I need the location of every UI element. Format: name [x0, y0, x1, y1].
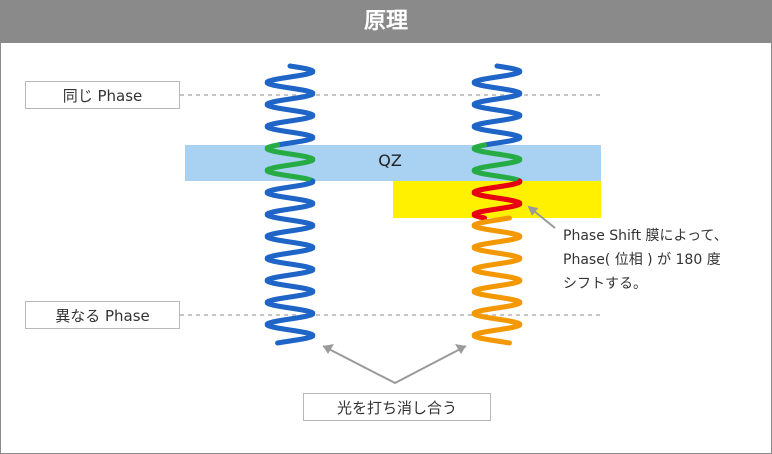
different-phase-label: 異なる Phase	[25, 301, 180, 329]
left-wave-green	[264, 142, 316, 184]
left-wave-blue-top	[264, 63, 316, 148]
cancel-arrow-right-head	[455, 344, 466, 354]
qz-band	[185, 145, 601, 181]
header-bar: 原理	[1, 1, 771, 43]
right-wave	[471, 63, 523, 346]
right-wave-orange	[471, 215, 523, 346]
left-wave	[264, 63, 316, 346]
note-line-3: シフトする。	[563, 276, 647, 292]
note-line-1: Phase Shift 膜によって、	[563, 228, 728, 244]
cancel-light-label: 光を打ち消し合う	[303, 393, 491, 421]
right-wave-green	[471, 142, 523, 184]
phase-shift-note: Phase Shift 膜によって、 Phase( 位相 ) が 180 度 シ…	[563, 224, 763, 296]
same-phase-label: 同じ Phase	[25, 81, 180, 109]
qz-label: QZ	[378, 151, 402, 170]
header-title: 原理	[363, 9, 408, 34]
cancel-arrow-lines	[322, 345, 467, 385]
note-line-2: Phase( 位相 ) が 180 度	[563, 252, 721, 268]
cancel-arrow-left-head	[323, 344, 334, 354]
right-wave-blue-top	[471, 63, 523, 148]
left-wave-blue-bottom	[264, 178, 316, 346]
right-wave-red	[471, 178, 523, 221]
note-arrow	[527, 205, 556, 229]
